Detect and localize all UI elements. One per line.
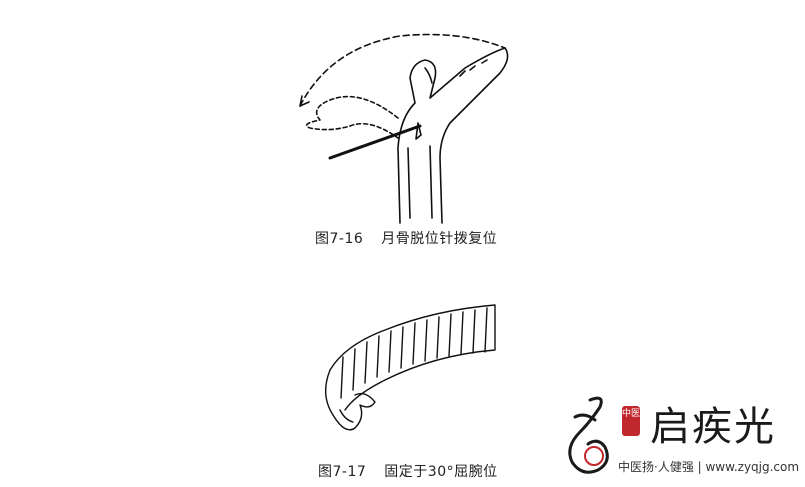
seal-badge: 中医 (622, 406, 640, 436)
figure-number: 图7-17 (318, 464, 367, 480)
calligraphy-logo-icon (568, 396, 609, 474)
site-watermark: 中医 启疾光 中医扬·人健强 | www.zyqjg.com (560, 392, 800, 482)
figure-7-17-caption: 图7-17 固定于30°屈腕位 (318, 461, 498, 481)
figure-title: 固定于30°屈腕位 (384, 464, 498, 480)
figure-7-16-caption: 图7-16 月骨脱位针拨复位 (315, 228, 497, 248)
figure-7-16-illustration (299, 33, 509, 224)
site-title: 启疾光 (650, 404, 776, 450)
figure-title: 月骨脱位针拨复位 (381, 231, 498, 247)
figure-7-17-illustration (325, 304, 496, 431)
figure-number: 图7-16 (315, 231, 364, 247)
site-tagline: 中医扬·人健强 | www.zyqjg.com (618, 460, 800, 474)
